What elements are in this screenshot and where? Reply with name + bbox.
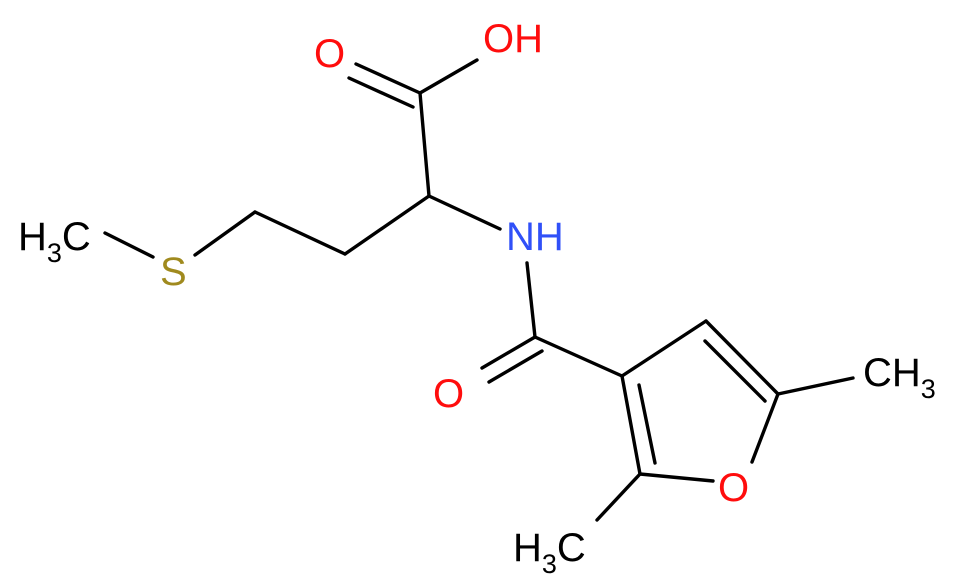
atom-hydroxyl-oxygen: O [483, 17, 514, 61]
atom-methylthio: H3C [18, 215, 91, 268]
bond-nitrogen-amide-carbon [525, 261, 537, 339]
bond-acid-carbonyl-a [354, 62, 422, 95]
bond-ring-c3-c4 [620, 319, 708, 378]
atom-methylthio-sub: 3 [47, 238, 62, 268]
atom-methylthio-c: C [62, 215, 91, 259]
bond-c5-methyl [776, 376, 855, 396]
atom-hydroxyl-hydrogen: H [514, 17, 543, 61]
atom-amide-hydrogen: H [535, 215, 564, 259]
bond-alpha-nitrogen [427, 194, 502, 231]
bond-c2-methyl [595, 472, 642, 522]
atom-methylthio-h: H [18, 215, 47, 259]
atom-methyl-5-h: H [892, 351, 921, 395]
bond-alpha-ch2 [343, 194, 431, 256]
atom-ring-oxygen: O [718, 466, 749, 510]
atom-hydroxyl: OH [483, 17, 543, 61]
atom-methyl-5-c: C [863, 351, 892, 395]
atom-methyl-2: H3C [513, 526, 586, 579]
bond-amide-ring [533, 335, 624, 378]
bond-ring-oxygen-c2 [638, 472, 715, 483]
bond-ring-c4-c5-inner [703, 339, 767, 403]
bond-amide-carbonyl-b [487, 349, 544, 384]
bond-amide-carbonyl-a [480, 335, 537, 370]
bond-ring-c4-c5 [704, 319, 780, 396]
bonds [103, 58, 855, 522]
atom-carbonyl-oxygen-amide: O [433, 372, 464, 416]
atom-methyl-2-sub: 3 [542, 549, 557, 579]
bond-ch2-sulfur [193, 210, 257, 257]
bond-ring-c5-oxygen [750, 392, 780, 464]
atom-amide-nh: NH [506, 215, 564, 259]
bond-ring-c2-c3 [620, 374, 642, 476]
atom-sulfur: S [160, 250, 187, 294]
bond-acid-hydroxyl [418, 58, 479, 95]
atom-methyl-2-c: C [557, 526, 586, 570]
bond-ch2-ch2 [253, 210, 347, 256]
bond-ring-c2-c3-inner [637, 383, 657, 465]
atom-methyl-5: CH3 [863, 351, 936, 404]
atom-amide-nitrogen: N [506, 215, 535, 259]
bond-sulfur-methyl [103, 231, 155, 259]
atom-methyl-5-sub: 3 [921, 374, 936, 404]
atom-methyl-2-h: H [513, 526, 542, 570]
atom-carbonyl-oxygen-acid: O [314, 32, 345, 76]
bond-acid-alpha [418, 91, 431, 198]
bond-acid-carbonyl-b [347, 76, 415, 109]
atom-labels: O OH H3C S NH O O CH3 H3C [18, 17, 936, 579]
